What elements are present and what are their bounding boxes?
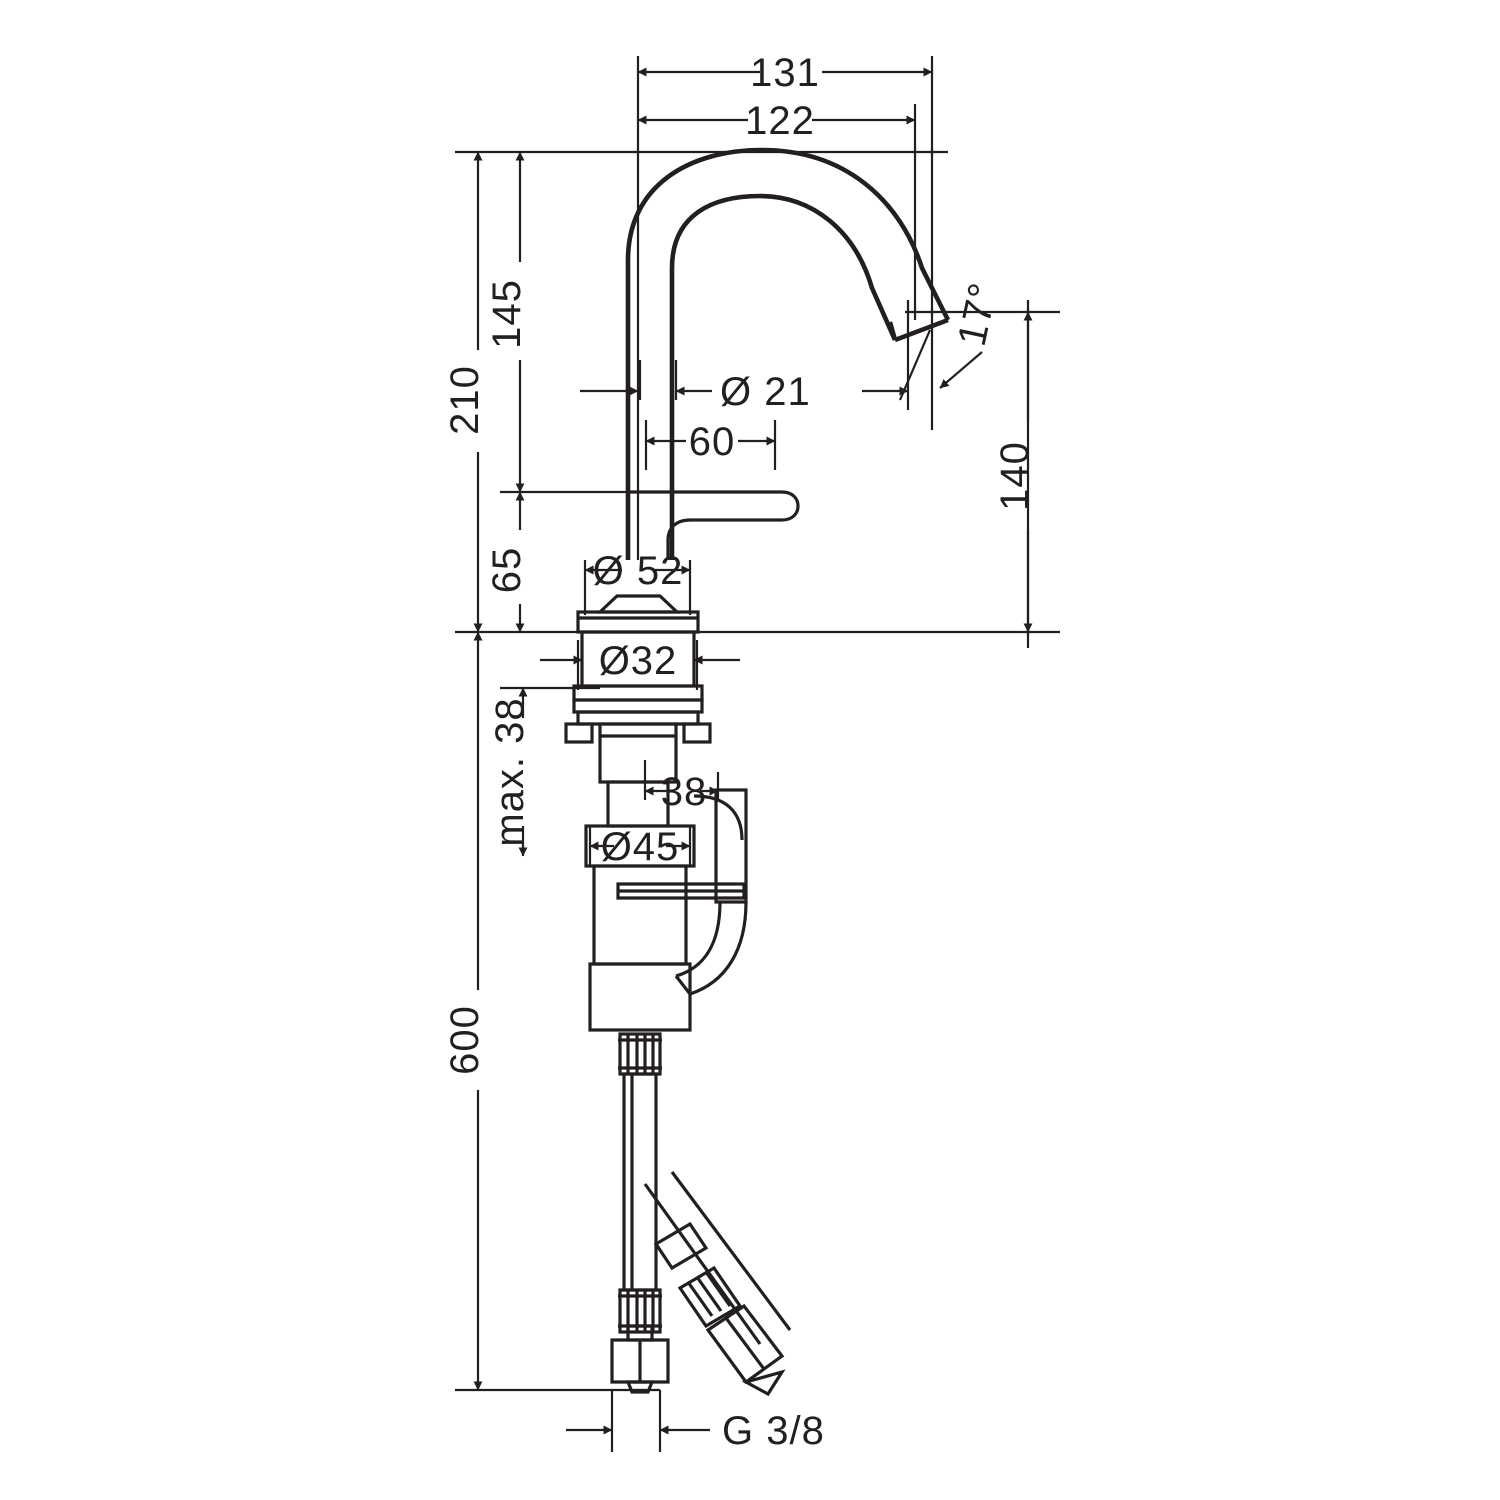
dimension-38: 38 [644,770,719,814]
dim-122-label: 122 [745,99,815,143]
extension-lines [455,56,1060,1452]
popup-rod-assembly [674,788,748,996]
dimension-max38: max. 38 [488,687,532,857]
dim-210-label: 210 [443,365,487,435]
dimension-d21: Ø 21 [580,370,811,414]
supply-hose-vertical [610,1032,670,1394]
escutcheon [576,594,700,634]
dim-131-label: 131 [750,51,820,95]
dimension-140: 140 [993,311,1037,633]
dim-d32-label: Ø32 [599,639,678,683]
dimension-145: 145 [485,151,529,493]
dim-d45-label: Ø45 [601,825,680,869]
dimension-g38: G 3/8 [566,1409,825,1453]
dim-38-label: 38 [661,770,708,814]
dimension-122: 122 [637,99,916,143]
dim-17deg-label: 17° [950,279,1006,350]
dimension-d52: Ø 52 [584,549,691,593]
dim-65-label: 65 [485,547,529,594]
dimension-131: 131 [637,51,933,95]
dimension-600: 600 [443,631,487,1391]
dim-600-label: 600 [443,1005,487,1075]
dim-140-label: 140 [993,441,1037,511]
dim-145-label: 145 [485,279,529,349]
faucet-outline [625,147,951,560]
dimension-210: 210 [443,151,487,633]
dim-d52-label: Ø 52 [593,549,684,593]
dim-d21-label: Ø 21 [720,370,811,414]
handle-lever [626,490,800,560]
dim-60-label: 60 [689,420,736,464]
shank [564,630,712,828]
valve-body [584,824,746,1032]
dimension-60: 60 [645,420,776,464]
dimension-d45: Ø45 [589,825,691,869]
supply-hose-angled [643,1171,792,1397]
dim-max38-label: max. 38 [488,697,532,846]
dimension-d32: Ø32 [540,639,740,683]
dimension-65: 65 [485,491,529,633]
dim-g38-label: G 3/8 [722,1409,825,1453]
